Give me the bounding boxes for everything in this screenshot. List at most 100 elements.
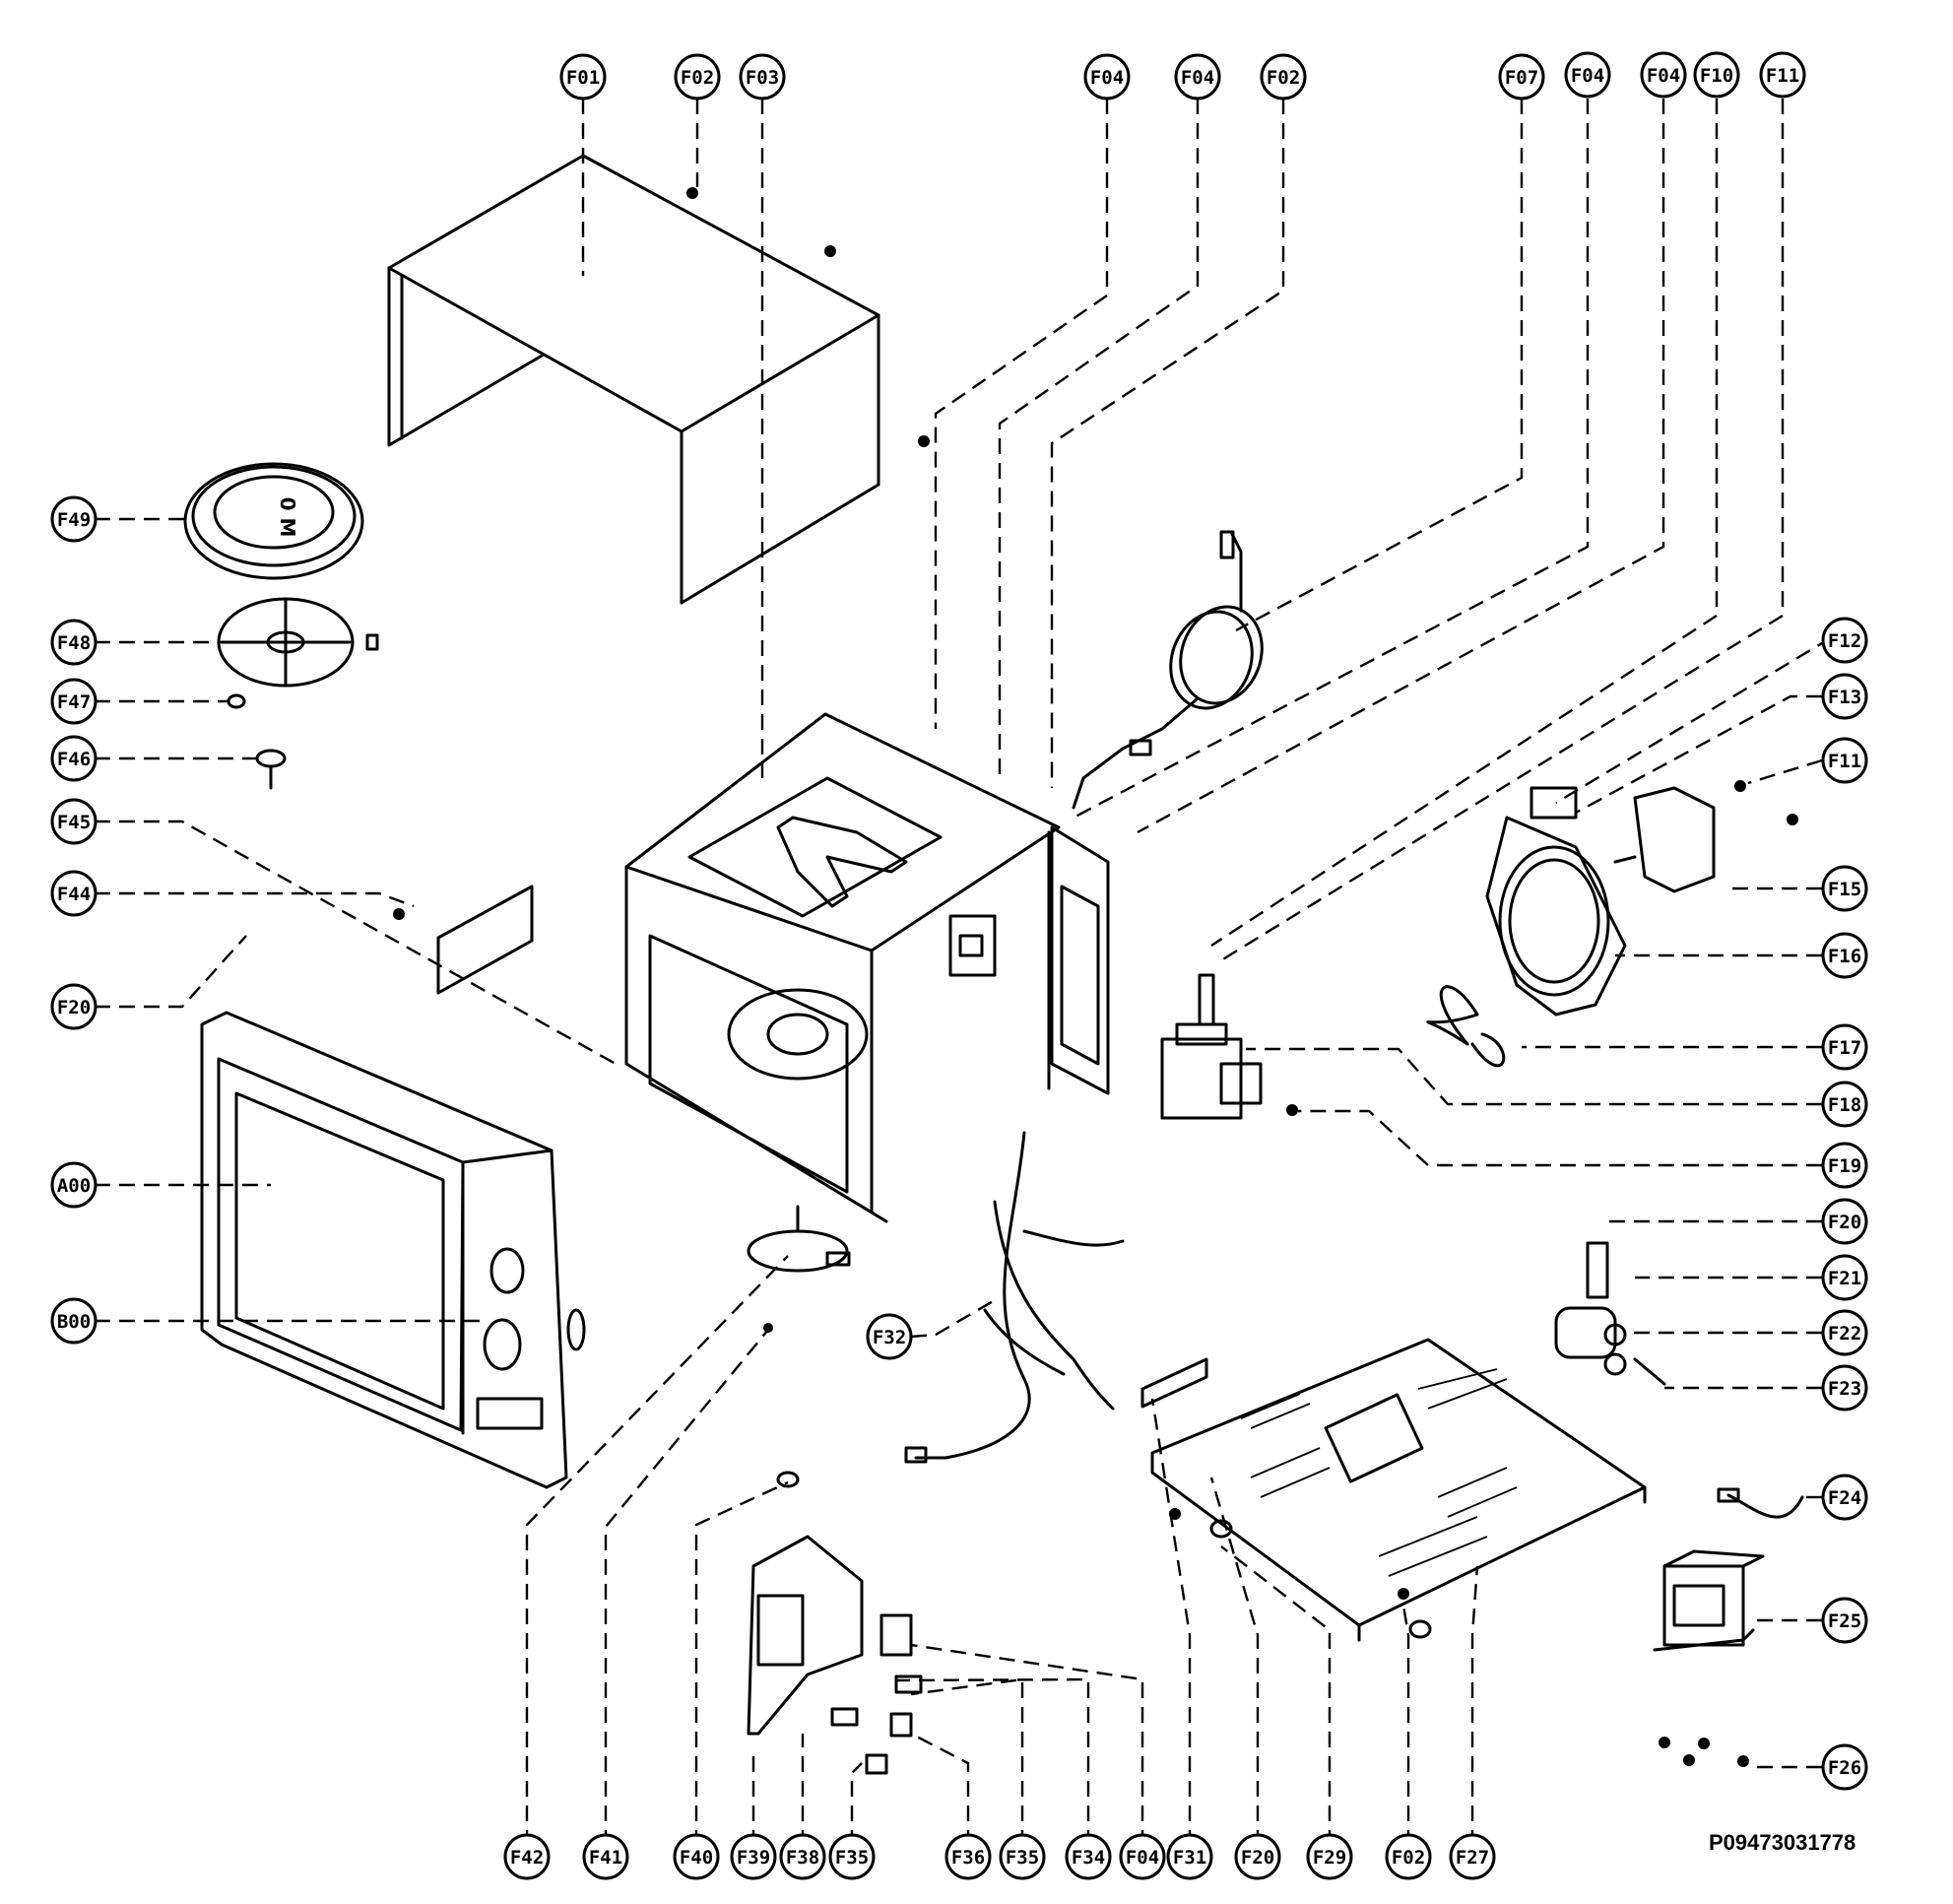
svg-text:F04: F04 xyxy=(1571,65,1604,87)
mica-plate xyxy=(436,885,534,995)
svg-text:F46: F46 xyxy=(57,749,91,770)
wiring-harness xyxy=(904,1131,1125,1464)
svg-text:F07: F07 xyxy=(1505,67,1538,89)
callout-F38: F38 xyxy=(779,1833,826,1880)
svg-text:F38: F38 xyxy=(786,1847,819,1869)
svg-text:F02: F02 xyxy=(681,67,714,89)
callout-F44: F44 xyxy=(50,870,98,917)
svg-text:F17: F17 xyxy=(1828,1037,1861,1059)
callout-F01: F01 xyxy=(559,53,607,100)
svg-text:F35: F35 xyxy=(1006,1847,1039,1869)
svg-text:F04: F04 xyxy=(1181,67,1214,89)
svg-text:F20: F20 xyxy=(1828,1212,1861,1233)
svg-text:F40: F40 xyxy=(680,1847,713,1869)
callout-F10: F10 xyxy=(1693,51,1740,98)
svg-text:F27: F27 xyxy=(1456,1847,1489,1869)
magnetron xyxy=(1160,973,1263,1120)
callout-F40: F40 xyxy=(673,1833,720,1880)
callout-F20-left: F20 xyxy=(50,983,98,1030)
callout-F35-b: F35 xyxy=(999,1833,1046,1880)
callout-bubbles: F01 F02 F03 F04 F04 F02 F07 F04 F04 F10 … xyxy=(50,51,1868,1880)
callout-F11-top: F11 xyxy=(1759,51,1806,98)
callout-F20-bottom: F20 xyxy=(1234,1833,1281,1880)
callout-F29: F29 xyxy=(1306,1833,1353,1880)
svg-text:F04: F04 xyxy=(1647,65,1680,87)
callout-F04-c: F04 xyxy=(1564,51,1611,98)
callout-B00: B00 xyxy=(50,1297,98,1345)
callout-F36: F36 xyxy=(944,1833,992,1880)
svg-text:F15: F15 xyxy=(1828,879,1861,900)
svg-text:F35: F35 xyxy=(835,1847,869,1869)
callout-F02-b: F02 xyxy=(1260,53,1307,100)
callout-F11-right: F11 xyxy=(1821,737,1868,784)
svg-text:F24: F24 xyxy=(1828,1487,1861,1509)
callout-F04-d: F04 xyxy=(1640,51,1687,98)
callout-F23: F23 xyxy=(1821,1364,1868,1412)
fan-assembly xyxy=(1426,780,1798,1068)
svg-text:F16: F16 xyxy=(1828,946,1861,967)
svg-text:F42: F42 xyxy=(510,1847,544,1869)
callout-F21: F21 xyxy=(1821,1254,1868,1301)
callout-F39: F39 xyxy=(730,1833,777,1880)
svg-text:F41: F41 xyxy=(589,1847,622,1869)
callout-F03: F03 xyxy=(739,53,786,100)
svg-text:F13: F13 xyxy=(1828,687,1861,708)
shaft-icon xyxy=(255,749,287,790)
svg-text:F25: F25 xyxy=(1828,1610,1861,1632)
svg-text:B00: B00 xyxy=(57,1311,91,1333)
callout-F46: F46 xyxy=(50,735,98,782)
callout-F02-top: F02 xyxy=(674,53,721,100)
svg-text:F34: F34 xyxy=(1072,1847,1105,1869)
callout-F45: F45 xyxy=(50,798,98,845)
callout-F13: F13 xyxy=(1821,673,1868,720)
svg-text:F02: F02 xyxy=(1392,1847,1425,1869)
callout-F42: F42 xyxy=(503,1833,551,1880)
callout-F18: F18 xyxy=(1821,1081,1868,1128)
callout-F27: F27 xyxy=(1449,1833,1496,1880)
door xyxy=(200,1011,568,1489)
callout-F25: F25 xyxy=(1821,1597,1868,1644)
callout-F22: F22 xyxy=(1821,1309,1868,1356)
callout-F15: F15 xyxy=(1821,865,1868,912)
svg-text:F20: F20 xyxy=(1241,1847,1274,1869)
callout-F19: F19 xyxy=(1821,1142,1868,1189)
outer-cabinet xyxy=(387,154,930,605)
callout-F24: F24 xyxy=(1821,1474,1868,1521)
svg-text:F01: F01 xyxy=(566,67,600,89)
svg-text:A00: A00 xyxy=(57,1175,91,1197)
svg-text:F04: F04 xyxy=(1090,67,1124,89)
coupler-icon xyxy=(227,693,246,709)
callout-F16: F16 xyxy=(1821,932,1868,979)
svg-text:F11: F11 xyxy=(1828,751,1861,772)
svg-text:F04: F04 xyxy=(1126,1847,1159,1869)
callout-F04-b: F04 xyxy=(1174,53,1221,100)
control-knobs xyxy=(476,1247,586,1430)
callout-F26: F26 xyxy=(1821,1743,1868,1791)
callout-F20-right: F20 xyxy=(1821,1198,1868,1245)
callout-F41: F41 xyxy=(582,1833,629,1880)
svg-text:F21: F21 xyxy=(1828,1268,1861,1289)
capacitor-group xyxy=(1554,1241,1666,1386)
svg-text:F02: F02 xyxy=(1267,67,1300,89)
svg-text:F10: F10 xyxy=(1700,65,1733,87)
callout-F12: F12 xyxy=(1821,617,1868,664)
transformer xyxy=(1653,1487,1804,1767)
svg-text:F47: F47 xyxy=(57,691,91,713)
svg-text:F45: F45 xyxy=(57,812,91,833)
turntable-motor xyxy=(747,1205,851,1333)
callout-F32: F32 xyxy=(866,1313,913,1360)
callout-F17: F17 xyxy=(1821,1023,1868,1071)
svg-text:F39: F39 xyxy=(737,1847,770,1869)
svg-text:F18: F18 xyxy=(1828,1094,1861,1116)
svg-text:F03: F03 xyxy=(746,67,779,89)
svg-text:F26: F26 xyxy=(1828,1757,1861,1779)
callout-F35-a: F35 xyxy=(828,1833,876,1880)
door-latch-assembly xyxy=(747,1471,923,1775)
glass-turntable: 0 M xyxy=(183,462,364,580)
svg-text:F12: F12 xyxy=(1828,630,1861,652)
svg-text:F19: F19 xyxy=(1828,1155,1861,1177)
callout-F31: F31 xyxy=(1166,1833,1213,1880)
hinge-bracket xyxy=(1140,1357,1208,1409)
document-code: P09473031778 xyxy=(1709,1830,1855,1855)
